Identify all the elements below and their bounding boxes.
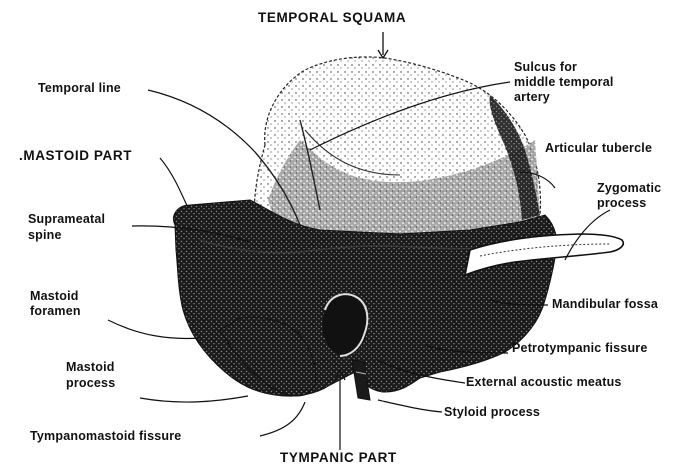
leader-mastoid-foramen (108, 320, 200, 338)
label-mastoid-process-line1: Mastoid (66, 360, 115, 374)
label-tympanic-part: TYMPANIC PART (280, 451, 397, 465)
leader-tympanomastoid (260, 402, 305, 436)
label-sulcus-line1: Sulcus for (514, 60, 577, 74)
squama-arrow (378, 32, 388, 58)
label-temporal-line: Temporal line (38, 81, 121, 95)
label-mastoid-process-line2: process (66, 376, 115, 390)
label-sulcus-line2: middle temporal (514, 75, 614, 89)
external-acoustic-meatus (323, 294, 367, 356)
label-mastoid-foramen-line1: Mastoid (30, 289, 79, 303)
label-suprameatal-line2: spine (28, 228, 62, 242)
leader-temporal-line (148, 90, 255, 152)
label-mandibular-fossa: Mandibular fossa (552, 297, 658, 311)
leader-mastoid-process (140, 396, 248, 402)
label-zygomatic-line2: process (597, 196, 646, 210)
label-sulcus-line3: artery (514, 90, 550, 104)
label-mastoid-part: .MASTOID PART (19, 149, 132, 163)
label-external-acoustic-meatus: External acoustic meatus (466, 375, 622, 389)
leader-mastoid-part (160, 158, 188, 208)
label-zygomatic-line1: Zygomatic (597, 181, 661, 195)
label-articular-tubercle: Articular tubercle (545, 141, 652, 155)
leader-styloid (378, 400, 442, 412)
label-styloid-process: Styloid process (444, 405, 540, 419)
label-mastoid-foramen-line2: foramen (30, 304, 81, 318)
label-petrotympanic-fissure: Petrotympanic fissure (512, 341, 648, 355)
label-suprameatal-line1: Suprameatal (28, 212, 105, 226)
label-tympanomastoid-fissure: Tympanomastoid fissure (30, 429, 181, 443)
label-temporal-squama: TEMPORAL SQUAMA (258, 11, 406, 25)
